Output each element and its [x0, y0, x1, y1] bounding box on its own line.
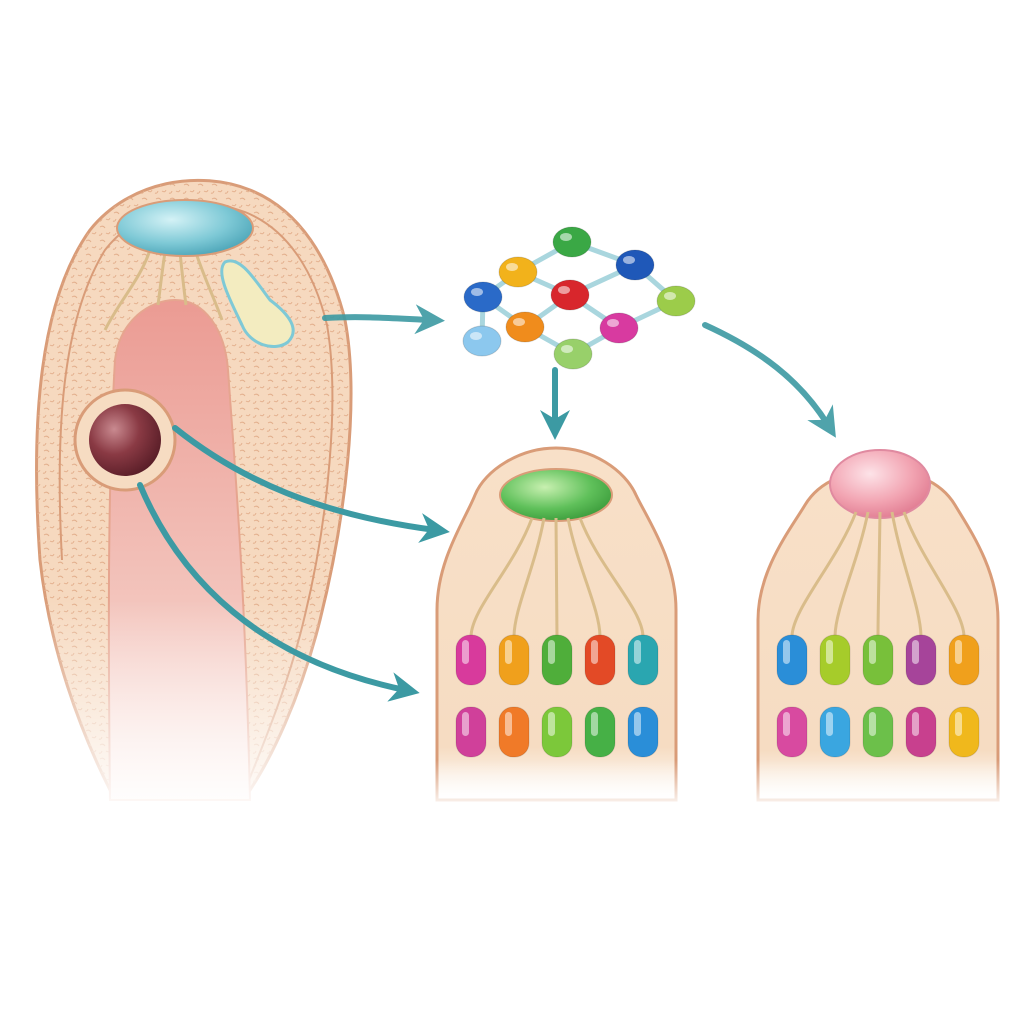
panel-fiber	[469, 517, 534, 638]
capsule-highlight	[462, 640, 469, 664]
right-panel-fibers	[790, 511, 966, 638]
panel-fiber	[554, 517, 559, 638]
capsule-highlight	[548, 712, 555, 736]
network-node-highlight	[470, 332, 482, 340]
capsule	[948, 706, 980, 758]
right-panel	[750, 449, 1005, 810]
capsule-highlight	[591, 712, 598, 736]
capsule	[498, 706, 530, 758]
network-node	[553, 338, 593, 370]
capsule-highlight	[955, 640, 962, 664]
capsule-highlight	[783, 712, 790, 736]
network-node-highlight	[561, 345, 573, 353]
network-node-highlight	[506, 263, 518, 271]
middle-panel-fibers	[469, 517, 645, 638]
panel-fiber	[833, 511, 870, 638]
capsule-highlight	[462, 712, 469, 736]
network-node-highlight	[607, 319, 619, 327]
capsule	[776, 634, 808, 686]
capsule	[862, 634, 894, 686]
middle-panel-cap	[499, 468, 613, 522]
right-panel-fade	[750, 760, 1005, 810]
panel-fiber	[790, 511, 858, 638]
capsule-highlight	[826, 712, 833, 736]
capsule	[905, 706, 937, 758]
capsule	[905, 634, 937, 686]
left-organ	[20, 178, 380, 820]
capsule	[627, 706, 659, 758]
middle-panel	[430, 446, 685, 810]
organ-bottom-fade	[20, 600, 380, 820]
capsule-highlight	[912, 640, 919, 664]
panel-fiber	[876, 511, 882, 638]
capsule	[627, 634, 659, 686]
middle-panel-fade	[430, 760, 685, 810]
panel-fiber	[890, 511, 923, 638]
capsule	[498, 634, 530, 686]
arrow-cell-to-middle-panel-lower	[137, 482, 420, 702]
capsule-highlight	[955, 712, 962, 736]
arrows	[137, 304, 836, 702]
network-node	[498, 256, 538, 288]
arrow-cell-to-middle-panel-upper	[172, 425, 450, 543]
capsule	[455, 706, 487, 758]
organ-fibers	[103, 249, 224, 331]
network-node-highlight	[513, 318, 525, 326]
molecule-network	[462, 226, 696, 370]
panel-fiber	[902, 511, 966, 638]
network-node	[463, 281, 503, 313]
capsule-highlight	[591, 640, 598, 664]
network-node	[552, 226, 592, 258]
capsule	[455, 634, 487, 686]
network-node	[462, 325, 502, 357]
network-node	[599, 312, 639, 344]
capsule-highlight	[826, 640, 833, 664]
capsule	[862, 706, 894, 758]
capsule	[819, 706, 851, 758]
capsule-highlight	[634, 640, 641, 664]
right-panel-capsules	[776, 634, 980, 758]
network-node-highlight	[560, 233, 572, 241]
capsule	[541, 634, 573, 686]
capsule	[948, 634, 980, 686]
network-nodes	[462, 226, 696, 370]
capsule-highlight	[634, 712, 641, 736]
capsule	[584, 706, 616, 758]
capsule-highlight	[912, 712, 919, 736]
network-node	[656, 285, 696, 317]
capsule-highlight	[548, 640, 555, 664]
capsule	[776, 706, 808, 758]
organ-drop-cell	[220, 259, 295, 348]
capsule-highlight	[505, 640, 512, 664]
network-node	[615, 249, 655, 281]
network-node	[550, 279, 590, 311]
network-node-highlight	[558, 286, 570, 294]
capsule-highlight	[505, 712, 512, 736]
network-node-highlight	[471, 288, 483, 296]
arrow-network-to-right-panel	[702, 322, 836, 438]
capsule-highlight	[869, 712, 876, 736]
capsule-highlight	[783, 640, 790, 664]
network-node-highlight	[664, 292, 676, 300]
organ-top-blob	[116, 199, 254, 257]
capsule	[819, 634, 851, 686]
panel-fiber	[578, 517, 645, 638]
organ-round-cell	[89, 404, 161, 476]
panel-fiber	[512, 517, 546, 638]
arrow-organ-to-network	[322, 304, 445, 335]
middle-panel-capsules	[455, 634, 659, 758]
network-node	[505, 311, 545, 343]
network-node-highlight	[623, 256, 635, 264]
capsule	[541, 706, 573, 758]
capsule-highlight	[869, 640, 876, 664]
capsule	[584, 634, 616, 686]
right-panel-cap	[829, 449, 931, 519]
panel-fiber	[566, 517, 602, 638]
